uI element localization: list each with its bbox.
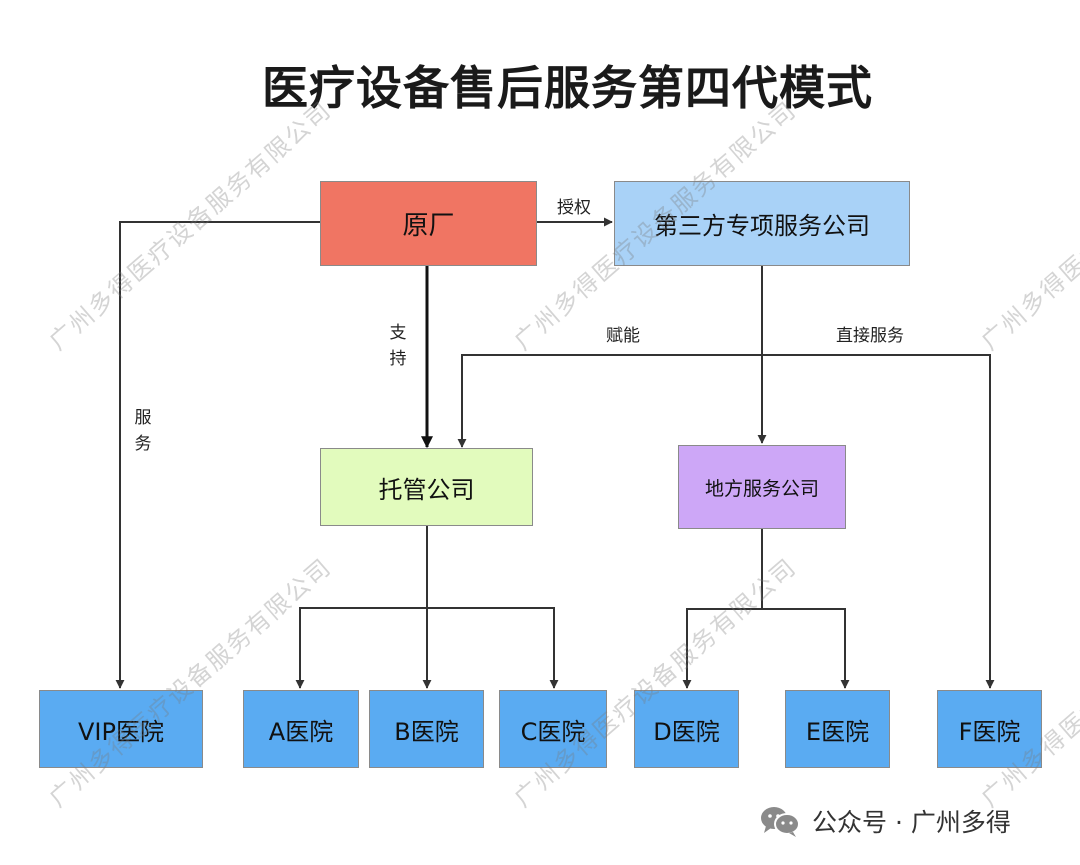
node-oem: 原厂 [320, 181, 537, 266]
label-authorize: 授权 [557, 198, 591, 218]
node-hospital-a: A医院 [243, 690, 359, 768]
node-vip-hospital: VIP医院 [39, 690, 203, 768]
footer: 公众号 · 广州多得 [758, 803, 1011, 839]
edge-empower [457, 354, 762, 448]
edge-oem-vip [115, 221, 320, 689]
node-local-service: 地方服务公司 [678, 445, 846, 529]
footer-text: 公众号 · 广州多得 [812, 808, 1011, 837]
edge-local-e [762, 608, 850, 689]
node-hospital-d: D医院 [634, 690, 739, 768]
node-custody: 托管公司 [320, 448, 533, 526]
label-direct-service: 直接服务 [836, 326, 904, 346]
edge-custody-a [295, 526, 428, 689]
diagram-title: 医疗设备售后服务第四代模式 [262, 61, 873, 115]
edge-direct-service [762, 354, 995, 689]
label-support: 支持 [389, 323, 407, 369]
node-hospital-b: B医院 [369, 690, 484, 768]
node-hospital-f: F医院 [937, 690, 1042, 768]
node-hospital-c: C医院 [499, 690, 607, 768]
label-service: 服务 [134, 408, 152, 454]
label-empower: 赋能 [606, 326, 640, 346]
edge-custody-c [427, 607, 559, 689]
node-third-party: 第三方专项服务公司 [614, 181, 910, 266]
node-hospital-e: E医院 [785, 690, 890, 768]
wechat-icon [761, 807, 800, 837]
edge-local-d [682, 529, 763, 689]
